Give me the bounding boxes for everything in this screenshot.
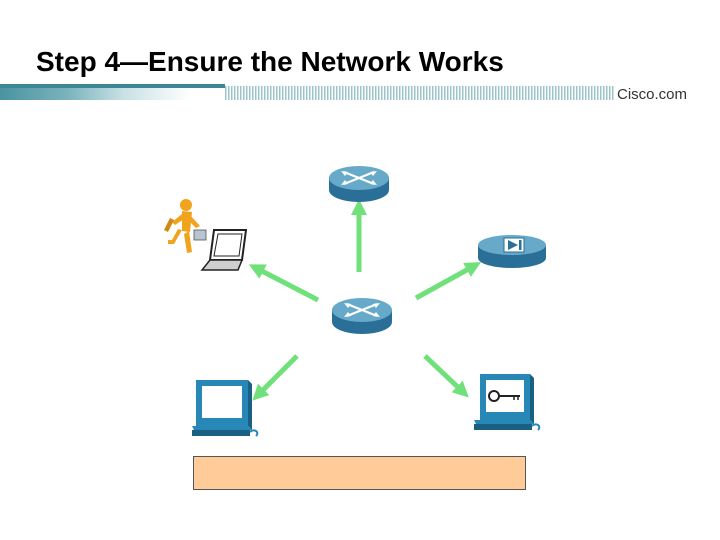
arrow-to-mobile-user bbox=[248, 264, 320, 303]
arrow-to-workstation bbox=[252, 354, 299, 401]
workstation-icon bbox=[192, 380, 259, 437]
caption-box bbox=[193, 456, 526, 490]
arrow-to-secure-server bbox=[423, 354, 469, 398]
center-router-icon bbox=[332, 298, 392, 334]
top-router-icon bbox=[329, 166, 389, 202]
vpn-concentrator-icon bbox=[478, 235, 546, 268]
secure-server-icon bbox=[474, 374, 541, 431]
cisco-logo: Cisco.com bbox=[617, 86, 688, 103]
laptop-icon bbox=[200, 229, 248, 271]
arrow-to-vpn-concentrator bbox=[414, 262, 482, 301]
header-bar bbox=[0, 84, 615, 100]
key-icon bbox=[488, 390, 520, 402]
mobile-user-icon bbox=[164, 199, 207, 253]
slide-title: Step 4—Ensure the Network Works bbox=[36, 46, 504, 77]
